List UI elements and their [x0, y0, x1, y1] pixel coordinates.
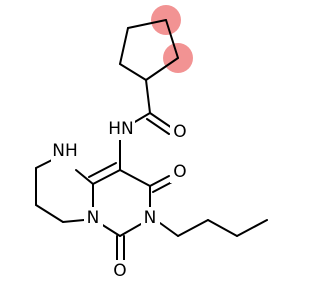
- atom-label-n-bridge: N: [87, 208, 100, 228]
- molecule-drawing: HN O NH O N N O: [35, 5, 268, 282]
- bond-cp-4: [165, 19, 179, 59]
- structure-canvas: HN O NH O N N O: [35, 5, 268, 282]
- atom-label-o-lower: O: [113, 261, 126, 281]
- bond-c6-n5: [100, 223, 121, 237]
- bond-amide-co-b: [146, 118, 170, 135]
- bond-ch2-c-n5: [62, 219, 85, 223]
- bond-cp-carbonyl: [145, 79, 151, 114]
- bond-ch2-b-c: [35, 204, 64, 223]
- bond-cp-3: [127, 19, 167, 29]
- bond-bu3-bu4: [236, 219, 268, 237]
- atom-label-o-amide: O: [173, 122, 186, 142]
- atom-label-nh-ring: NH: [52, 141, 78, 161]
- atom-labels: HN O NH O N N O: [51, 118, 190, 282]
- bond-cp-1: [119, 63, 147, 81]
- bond-bu1-bu2: [177, 219, 209, 237]
- bond-c8-o-b: [152, 181, 173, 193]
- bond-c8-o-a: [149, 175, 170, 187]
- bond-n7-c6: [119, 223, 142, 237]
- bond-cp-2: [119, 27, 129, 65]
- bond-c9-c8: [119, 169, 151, 187]
- bond-c9-c9a-a: [92, 169, 121, 185]
- bonds: [35, 19, 268, 263]
- bond-bu2-bu3: [207, 219, 238, 237]
- atom-label-o-upper: O: [173, 162, 186, 182]
- bond-cp-5: [145, 57, 179, 81]
- bond-amide-co-a: [149, 112, 173, 129]
- bond-n7-bu1: [159, 222, 179, 237]
- atom-label-nh-amide: HN: [108, 119, 134, 139]
- atom-label-n-imide: N: [144, 208, 157, 228]
- bond-c9-c9a-b: [88, 162, 117, 178]
- bond-c9a-nh: [75, 169, 94, 185]
